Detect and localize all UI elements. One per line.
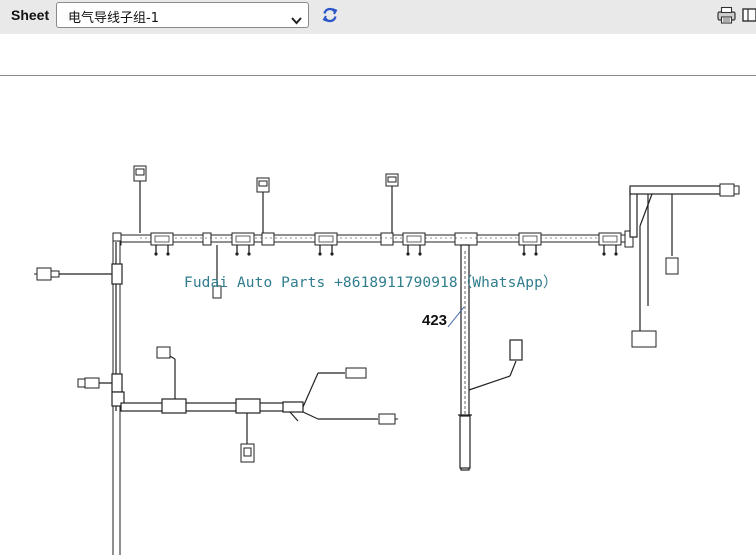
top-connectors: [133, 165, 399, 299]
printer-icon: [717, 6, 736, 24]
refresh-button[interactable]: [320, 5, 340, 25]
callout-branch: [458, 244, 523, 471]
chevron-down-icon: [291, 10, 302, 29]
lower-connectors: [156, 346, 398, 463]
wiring-harness-diagram: [34, 165, 740, 555]
top-branches: [139, 181, 393, 286]
drawing-canvas[interactable]: Fudai Auto Parts +8618911790918（WhatsApp…: [0, 76, 756, 555]
toolbar: Sheet 电气导线子组-1: [0, 0, 756, 34]
callout-leader: [447, 306, 465, 328]
sheet-select-value: 电气导线子组-1: [68, 11, 159, 26]
panel-button[interactable]: [742, 5, 756, 25]
part-callout-423[interactable]: 423: [422, 312, 448, 329]
print-button[interactable]: [716, 5, 738, 25]
lower-branch: [120, 354, 378, 444]
sheet-label: Sheet: [11, 7, 50, 23]
panel-icon: [742, 8, 756, 22]
refresh-icon: [322, 7, 338, 23]
sheet-select[interactable]: 电气导线子组-1: [56, 2, 309, 28]
sub-toolbar: [0, 34, 756, 76]
left-end-connectors: [34, 267, 100, 389]
trunk-texture: [115, 237, 600, 406]
watermark: Fudai Auto Parts +8618911790918（WhatsApp…: [184, 275, 558, 291]
right-connectors: [631, 183, 740, 348]
